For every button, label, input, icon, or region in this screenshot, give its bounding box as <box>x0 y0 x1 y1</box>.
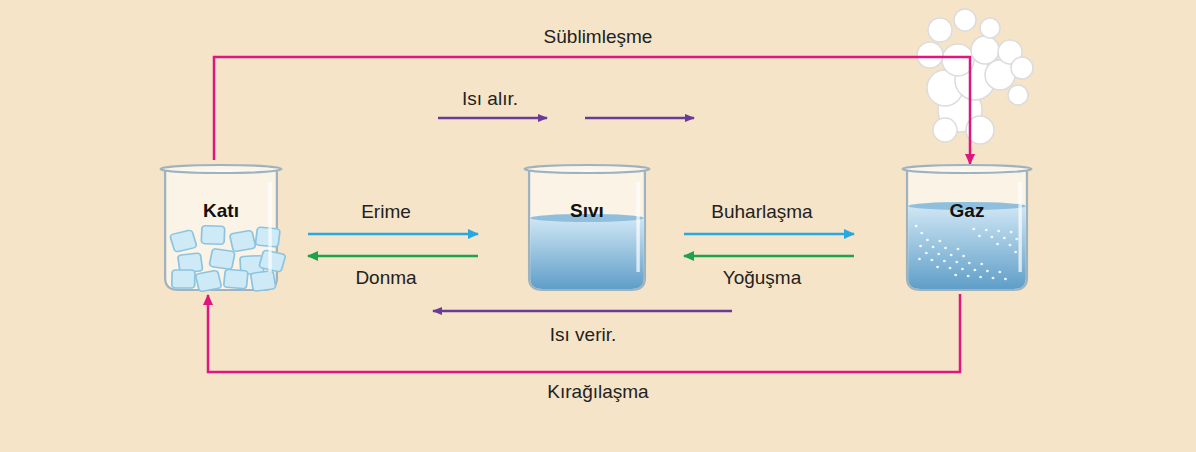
condensation-arrow <box>684 255 854 258</box>
freezing-arrow <box>308 255 478 258</box>
heat-arrow <box>438 117 547 120</box>
sublimation-arrow <box>214 57 970 164</box>
heat-arrow <box>433 310 732 313</box>
heat-label: Isı alır. <box>462 88 518 110</box>
state-beaker: Sıvı <box>520 162 654 294</box>
deposition-arrow <box>208 294 960 372</box>
process-label: Yoğuşma <box>723 267 802 289</box>
process-label: Erime <box>361 201 411 223</box>
evaporation-arrow <box>684 233 854 236</box>
melting-arrow <box>308 233 478 236</box>
process-label: Süblimleşme <box>544 26 653 48</box>
state-beaker: Gaz <box>898 162 1036 294</box>
process-label: Kırağılaşma <box>547 381 648 403</box>
state-label: Sıvı <box>520 200 654 222</box>
process-label: Donma <box>355 267 416 289</box>
beaker-illustration <box>156 162 286 294</box>
beaker-illustration <box>520 162 654 294</box>
state-beaker: Katı <box>156 162 286 294</box>
heat-label: Isı verir. <box>550 324 617 346</box>
state-label: Gaz <box>898 200 1036 222</box>
beaker-illustration <box>898 162 1036 294</box>
process-label: Buharlaşma <box>711 201 812 223</box>
heat-arrow <box>585 117 694 120</box>
state-label: Katı <box>156 200 286 222</box>
steam-cloud <box>917 9 1033 144</box>
